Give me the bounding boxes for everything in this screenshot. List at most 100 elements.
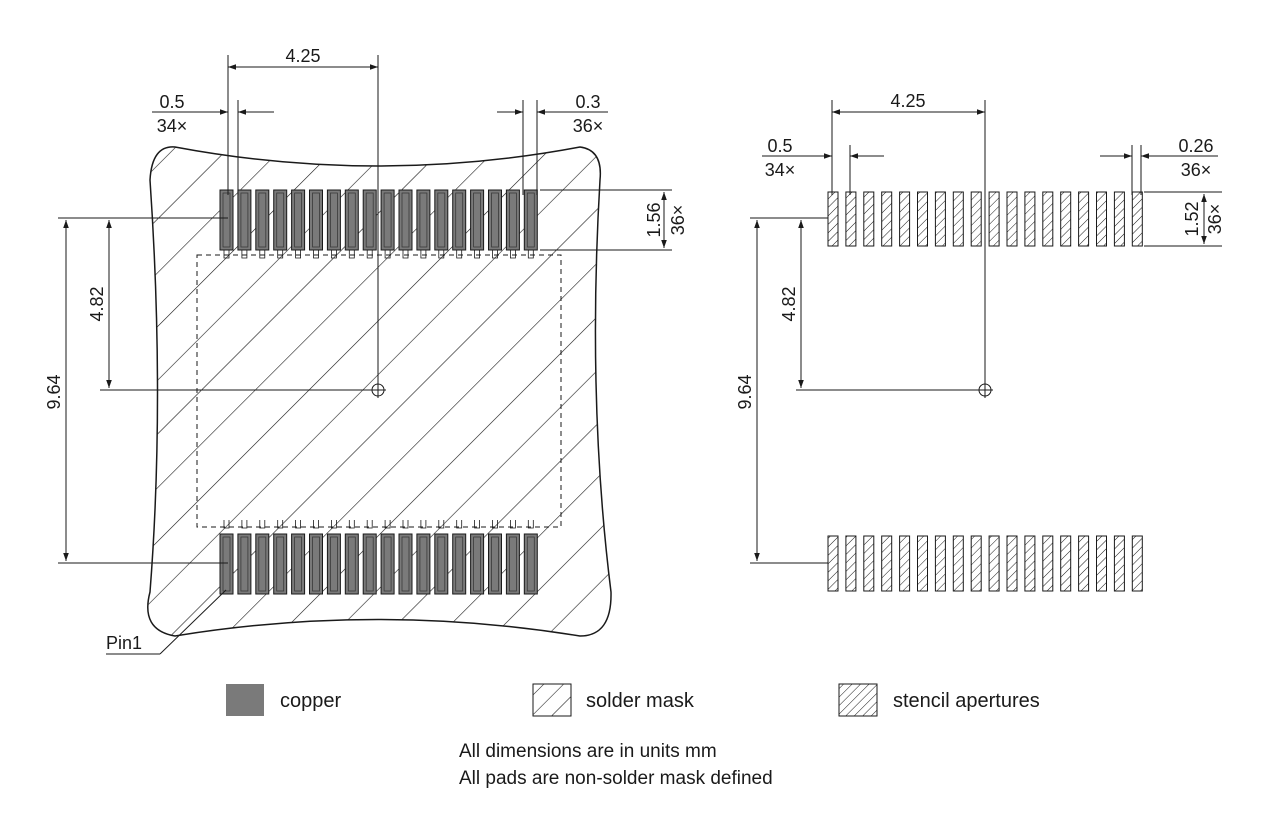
- full-span-label: 9.64: [44, 374, 64, 409]
- pad-inner-outline: [276, 192, 285, 248]
- pad-inner-outline: [491, 536, 499, 592]
- copper-pad: [326, 189, 341, 251]
- pad-inner-outline: [473, 536, 482, 592]
- pad-height-count: 36×: [668, 205, 688, 236]
- left-view: 4.25 0.5 34× 0.3 36× 1.56 36× 4.82 9.64: [44, 46, 688, 655]
- pad-notch: [527, 520, 534, 529]
- solder-mask-region: [147, 146, 612, 637]
- stencil-aperture: [1078, 191, 1090, 247]
- copper-pad: [452, 533, 467, 595]
- pad-notch: [438, 520, 445, 529]
- pad-notch: [527, 250, 534, 259]
- pad-inner-outline: [240, 192, 249, 248]
- pad-inner-outline: [294, 192, 303, 248]
- stencil-aperture: [917, 191, 928, 247]
- note-units: All dimensions are in units mm: [459, 741, 717, 762]
- stencil-aperture: [1042, 191, 1054, 247]
- solder-mask-swatch: [532, 683, 572, 717]
- pad-notch: [277, 520, 284, 529]
- stencil-aperture: [1096, 191, 1107, 247]
- copper-pad: [523, 533, 538, 595]
- stencil-aperture: [1024, 535, 1036, 592]
- pad-notch: [420, 250, 427, 259]
- pad-notch: [474, 250, 480, 259]
- copper-pad: [344, 533, 359, 595]
- stencil-aperture: [970, 535, 982, 592]
- copper-pad: [362, 189, 377, 251]
- pad-inner-outline: [508, 192, 517, 248]
- copper-pad: [309, 533, 323, 595]
- stencil-aperture: [970, 191, 982, 247]
- stencil-aperture: [988, 535, 1000, 592]
- pad-notch: [384, 250, 391, 259]
- bottom-notches: [223, 520, 534, 529]
- pad-inner-outline: [437, 192, 446, 248]
- pad-inner-outline: [526, 192, 535, 248]
- copper-pad: [488, 533, 502, 595]
- copper-pad: [291, 189, 306, 251]
- copper-pad: [380, 533, 395, 595]
- gap-count: 36×: [573, 116, 604, 136]
- copper-pad: [380, 189, 395, 251]
- copper-swatch: [226, 684, 264, 716]
- pad-height-label: 1.56: [644, 202, 664, 237]
- copper-pad: [434, 189, 449, 251]
- copper-pad: [237, 533, 252, 595]
- pad-width-label: 0.5: [159, 92, 184, 112]
- pad-notch: [366, 250, 373, 259]
- stencil-aperture: [1131, 535, 1143, 592]
- pad-notch: [295, 520, 301, 529]
- pin1-label: Pin1: [106, 633, 142, 653]
- copper-pad: [416, 189, 431, 251]
- pad-notch: [241, 520, 248, 529]
- top-notches: [223, 250, 534, 259]
- copper-pad: [398, 533, 413, 595]
- pad-inner-outline: [473, 192, 482, 248]
- copper-pad: [470, 189, 485, 251]
- copper-pad: [219, 533, 234, 595]
- copper-pad: [505, 189, 520, 251]
- stencil-aperture: [1042, 535, 1054, 592]
- pad-inner-outline: [419, 192, 428, 248]
- stencil-aperture: [899, 535, 911, 592]
- pad-notch: [474, 520, 480, 529]
- stencil-aperture: [988, 191, 1000, 247]
- pad-notch: [420, 520, 427, 529]
- stencil-aperture: [1096, 535, 1107, 592]
- copper-pad: [523, 189, 538, 251]
- pad-inner-outline: [258, 192, 267, 248]
- legend-stencil: stencil apertures: [893, 690, 1040, 712]
- pad-inner-outline: [383, 536, 392, 592]
- pad-width-count-right: 34×: [765, 160, 796, 180]
- stencil-aperture: [952, 191, 964, 247]
- stencil-aperture: [1078, 535, 1090, 592]
- pad-notch: [259, 520, 266, 529]
- copper-pad: [488, 189, 502, 251]
- pad-inner-outline: [365, 192, 374, 248]
- gap-label: 0.3: [575, 92, 600, 112]
- right-view: 4.25 0.5 34× 0.26 36× 1.52 36× 4.82 9.64: [735, 91, 1225, 592]
- copper-pad: [255, 533, 270, 595]
- copper-pad: [362, 533, 377, 595]
- pad-notch: [438, 250, 445, 259]
- pad-notch: [384, 520, 391, 529]
- pitch-label-right: 4.25: [890, 91, 925, 111]
- copper-pad: [291, 533, 306, 595]
- stencil-aperture: [917, 535, 928, 592]
- stencil-aperture: [1024, 191, 1036, 247]
- pad-notch: [456, 520, 463, 529]
- stencil-aperture: [1060, 535, 1072, 592]
- pad-width-label-right: 0.5: [767, 136, 792, 156]
- pad-notch: [313, 520, 319, 529]
- pad-notch: [348, 520, 355, 529]
- pad-inner-outline: [455, 536, 464, 592]
- stencil-aperture: [1113, 191, 1125, 247]
- pad-notch: [223, 520, 230, 529]
- pad-inner-outline: [240, 536, 249, 592]
- pad-inner-outline: [222, 536, 231, 592]
- pad-notch: [295, 250, 301, 259]
- pad-notch: [510, 250, 516, 259]
- pad-notch: [313, 250, 319, 259]
- pad-inner-outline: [491, 192, 499, 248]
